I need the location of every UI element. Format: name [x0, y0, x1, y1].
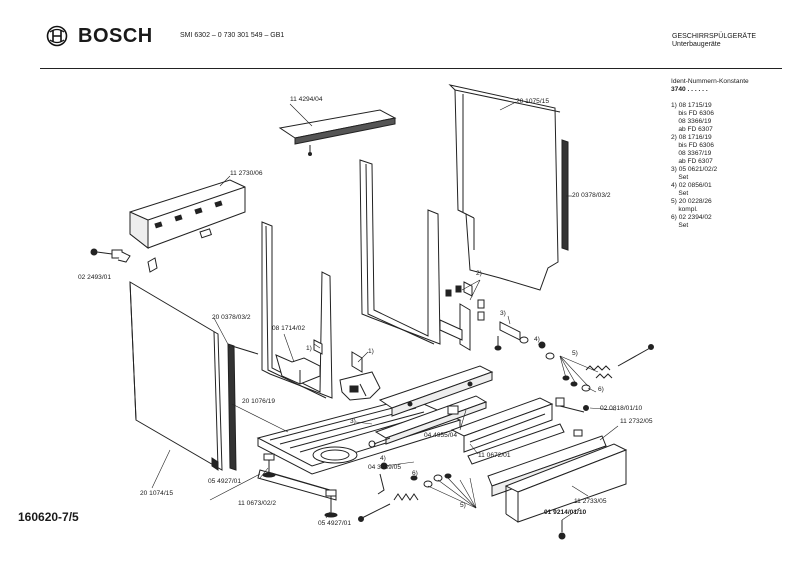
leveling-foot-left — [262, 453, 276, 478]
ident-line: 3) 05 0621/02/2 — [671, 166, 718, 173]
ident-lines: 1) 08 1715/19 bis FD 6306 08 3366/19 ab … — [671, 102, 749, 230]
rail-04-4955 — [374, 395, 488, 445]
top-back-frame — [129, 179, 246, 273]
side-seal-strip-left — [227, 343, 259, 471]
part-label-screw-01-9214: 01 9214/01/10 — [544, 509, 587, 516]
callout-4-left: 4) — [380, 455, 386, 462]
part-label-seal-strip-right: 20 0378/03/2 — [572, 192, 611, 199]
callout-5-left: 5) — [460, 502, 466, 509]
hinge-bracket-1 — [339, 351, 381, 401]
ident-line: Set — [671, 190, 689, 197]
part-label-bracket-11-0672: 11 0672/01 — [478, 452, 511, 459]
brand-name: BOSCH — [78, 25, 153, 47]
category-title: GESCHIRRSPÜLGERÄTE — [672, 33, 757, 40]
callout-1-hinge: 1) — [306, 345, 312, 352]
ident-value: 3740 . . . . . . — [671, 86, 708, 93]
base-tub — [256, 397, 462, 475]
tub-frame-back — [359, 159, 441, 345]
ident-line: 2) 08 1716/19 — [671, 134, 712, 141]
part-label-screw-left: 02 2493/01 — [78, 274, 112, 281]
screw-01-9214 — [558, 520, 566, 540]
ident-line: ab FD 6307 — [671, 126, 713, 133]
part-label-foot-right: 05 4927/01 — [318, 520, 352, 527]
hardware-cluster-3 — [494, 321, 529, 351]
leveling-foot-right — [324, 489, 338, 518]
part-label-left-side-panel: 20 1074/15 — [140, 490, 174, 497]
model-line: SMI 6302 – 0 730 301 549 – GB1 — [180, 32, 285, 39]
drawing-number: 160620-7/5 — [18, 510, 79, 524]
part-label-hinge-bracket: 08 1714/02 — [272, 325, 306, 332]
leader-lines — [151, 101, 619, 521]
callout-5-right: 5) — [572, 350, 578, 357]
part-label-base-rail: 11 0673/02/2 — [238, 500, 277, 507]
bracket-11-0672 — [450, 397, 565, 465]
ident-line: 5) 20 0228/26 — [671, 198, 712, 205]
part-label-rail-04-4955: 04 4955/04 — [424, 432, 458, 439]
centre-rail — [378, 365, 494, 417]
callout-3-right: 3) — [500, 310, 506, 317]
ident-line: ab FD 6307 — [671, 158, 713, 165]
part-label-centre-rail: 20 1076/19 — [242, 398, 276, 405]
ident-line: 1) 08 1715/19 — [671, 102, 712, 109]
ident-line: 08 3367/19 — [671, 150, 712, 157]
callout-4-right: 4) — [534, 336, 540, 343]
base-rail-front — [257, 469, 337, 501]
bosch-logo-icon — [46, 25, 68, 47]
ident-line: Set — [671, 174, 689, 181]
part-label-foot-left: 05 4927/01 — [208, 478, 242, 485]
callout-6-right: 6) — [598, 386, 604, 393]
part-label-kick-plate-upper: 11 2732/05 — [620, 418, 653, 425]
ident-title: Ident-Nummern-Konstante — [671, 78, 749, 85]
top-cover-strip — [278, 109, 397, 156]
ident-line: 4) 02 0856/01 — [671, 182, 712, 189]
ident-notes: Ident-Nummern-Konstante 3740 . . . . . .… — [671, 78, 749, 230]
rear-panel — [448, 84, 561, 291]
left-side-panel — [129, 281, 223, 471]
part-label-screw-02-0818: 02 0818/01/10 — [600, 405, 643, 412]
callout-1-tub: 1) — [368, 348, 374, 355]
part-label-seal-strip-left: 20 0378/03/2 — [212, 314, 251, 321]
spring-assembly-right — [555, 344, 654, 437]
ident-line: 08 3366/19 — [671, 118, 712, 125]
ident-line: bis FD 6306 — [671, 142, 714, 149]
callout-6-left: 6) — [412, 470, 418, 477]
ident-line: 6) 02 2394/02 — [671, 214, 712, 221]
callout-3-left: 3) — [350, 418, 356, 425]
ident-line: bis FD 6306 — [671, 110, 714, 117]
part-label-rear-panel: 20 1075/15 — [516, 98, 550, 105]
spring-assembly-left — [358, 437, 452, 522]
category-subtitle: Unterbaugeräte — [672, 41, 721, 48]
tub-frame-front — [261, 221, 333, 399]
callout-2: 2) — [476, 270, 482, 277]
header-divider — [40, 68, 782, 69]
part-label-cable-04-3889: 04 3889/05 — [368, 464, 402, 471]
ident-line: kompl. — [671, 206, 698, 213]
part-label-top-cover: 11 4294/04 — [290, 96, 323, 103]
hardware-cluster-2 — [439, 281, 485, 351]
ident-line: Set — [671, 222, 689, 229]
side-seal-strip-right — [561, 139, 569, 251]
screw-02-2493 — [90, 248, 131, 263]
part-label-top-back-frame: 11 2730/06 — [230, 170, 263, 177]
part-label-kick-plate-lower: 11 2733/05 — [574, 498, 607, 505]
hinge-bracket-left — [275, 339, 323, 385]
